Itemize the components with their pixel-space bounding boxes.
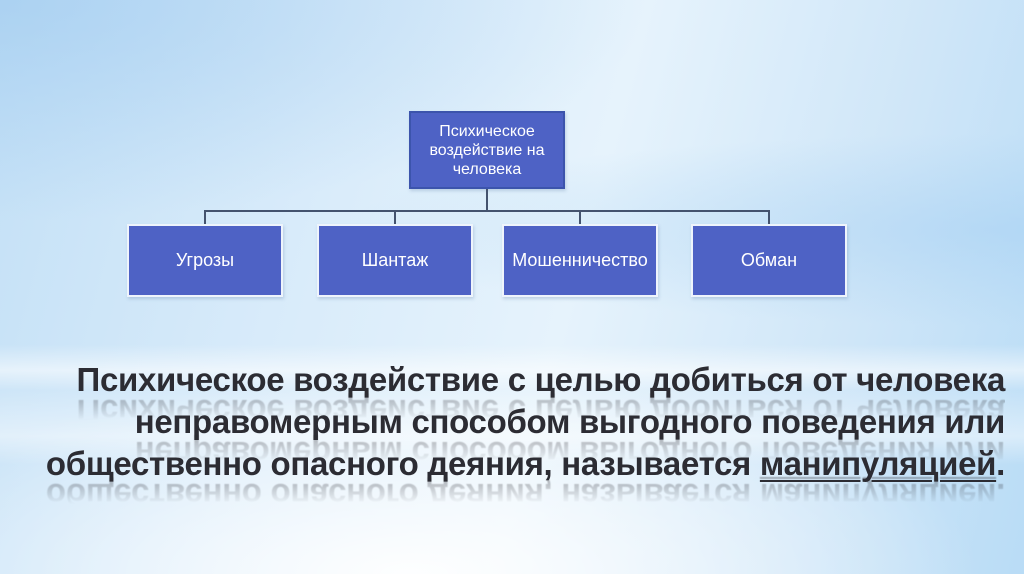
connector-child-4-vertical: [768, 211, 770, 225]
diagram-root-label: Психическое воздействие на человека: [429, 122, 545, 178]
definition-line-3-reflection-term: манипуляцией: [759, 477, 997, 514]
diagram-box-fraud: Мошенничество: [502, 224, 658, 297]
definition-line-2-text: неправомерным способом выгодного поведен…: [134, 403, 1006, 440]
definition-line-3-reflection-suffix: .: [996, 477, 1005, 514]
definition-term-manipulation: манипуляцией: [759, 445, 997, 482]
connector-child-2-vertical: [394, 211, 396, 225]
connector-child-1-vertical: [204, 211, 206, 225]
connector-child-3-vertical: [579, 211, 581, 225]
definition-line-2: неправомерным способом выгодного поведен…: [30, 401, 1006, 472]
diagram-box-deception-label: Обман: [740, 250, 798, 270]
diagram-box-threats: Угрозы: [127, 224, 283, 297]
definition-line-1-text: Психическое воздействие с целью добиться…: [76, 361, 1006, 398]
definition-line-3-prefix: общественно опасного деяния, называется: [45, 445, 760, 482]
diagram-box-fraud-label: Мошенничество: [512, 250, 648, 270]
definition-line-3-text: общественно опасного деяния, называется …: [46, 445, 1005, 482]
definition-line-3-reflection-prefix: общественно опасного деяния, называется: [45, 477, 760, 514]
diagram-box-blackmail-label: Шантаж: [361, 250, 429, 270]
definition-line-3: общественно опасного деяния, называется …: [30, 443, 1005, 514]
diagram-root-box: Психическое воздействие на человека: [409, 111, 565, 189]
definition-line-3-suffix: .: [996, 445, 1005, 482]
definition-text: Психическое воздействие с целью добиться…: [30, 359, 1006, 514]
diagram-box-threats-label: Угрозы: [175, 250, 235, 270]
definition-line-1: Психическое воздействие с целью добиться…: [30, 359, 1006, 430]
diagram-box-deception: Обман: [691, 224, 847, 297]
diagram-box-blackmail: Шантаж: [317, 224, 473, 297]
connector-horizontal: [204, 210, 770, 212]
connector-root-vertical: [486, 189, 488, 211]
